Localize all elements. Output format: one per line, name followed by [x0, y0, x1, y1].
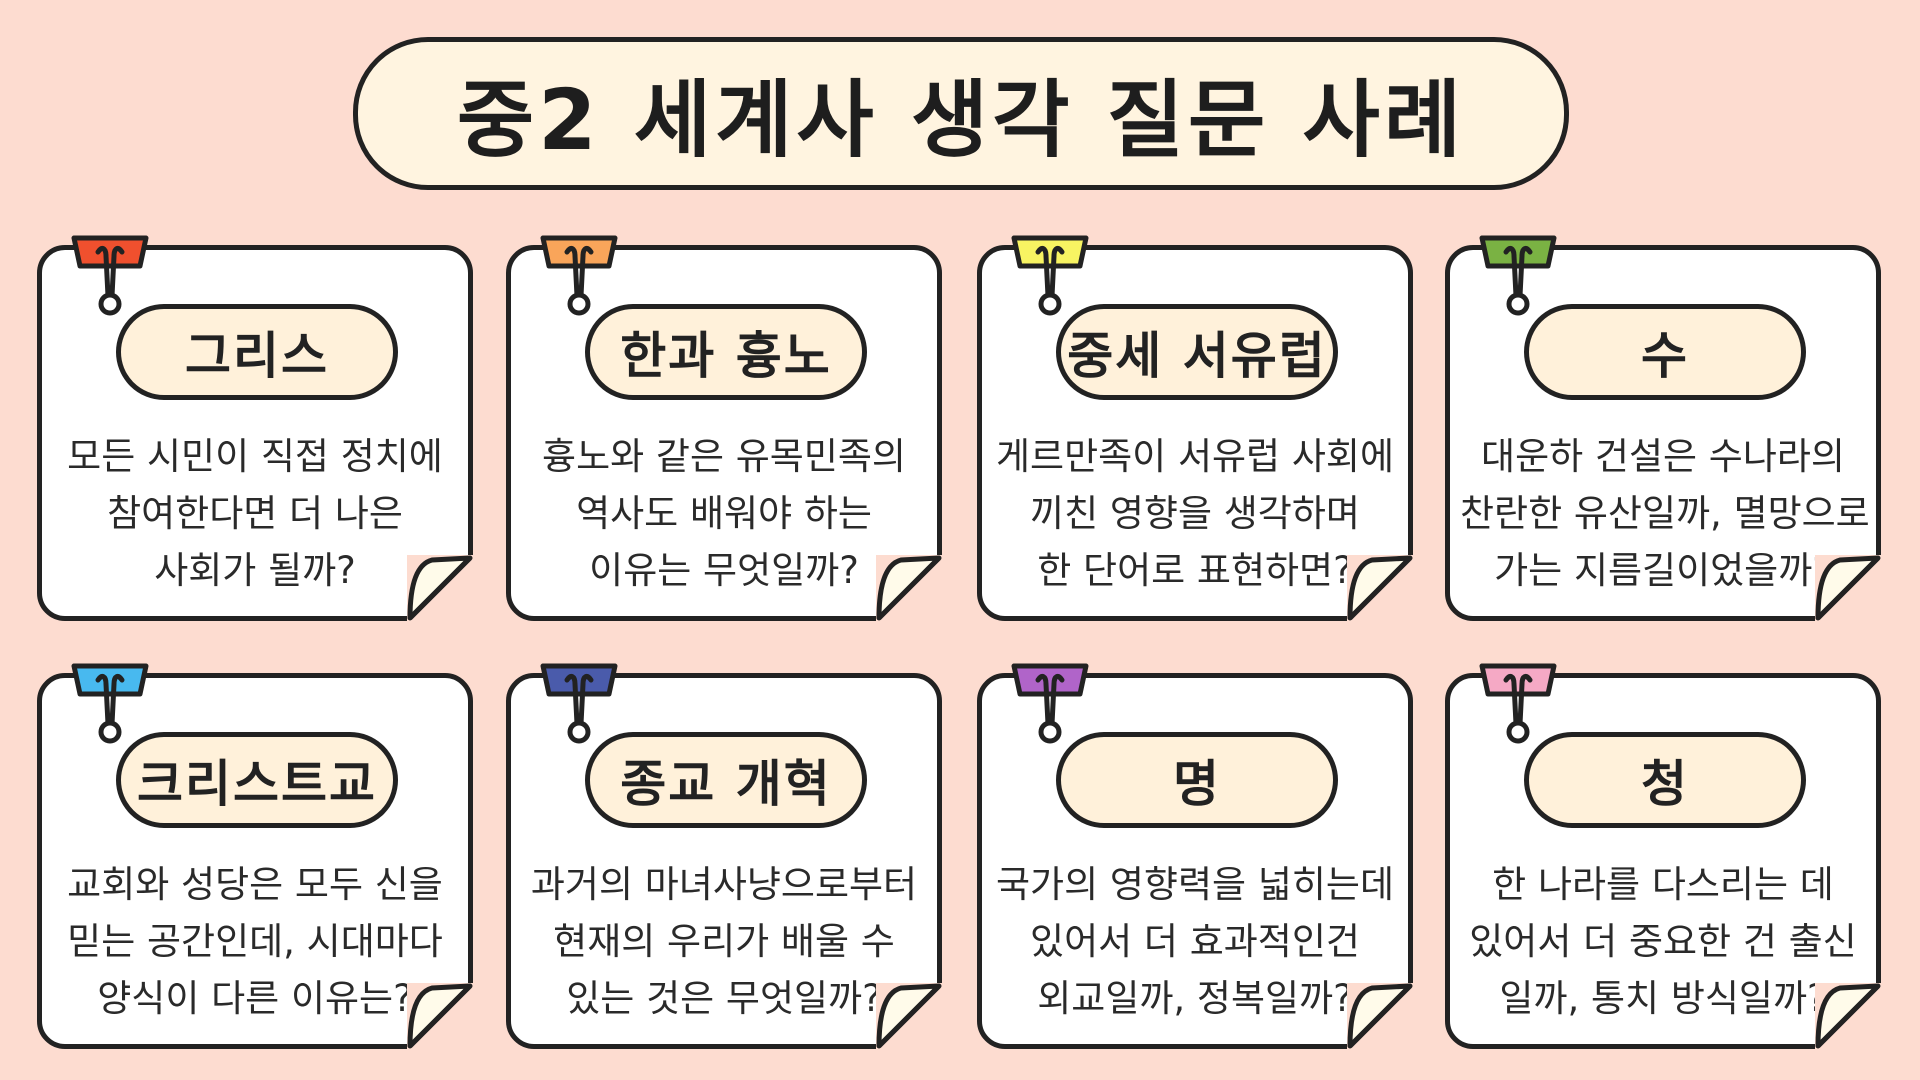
folded-corner-icon	[407, 983, 473, 1049]
question-line: 가는 지름길이었을까?	[1494, 549, 1832, 592]
topic-label: 크리스트교	[116, 732, 398, 828]
folded-corner-icon	[407, 555, 473, 621]
topic-label: 한과 흉노	[585, 304, 867, 400]
question-line: 교회와 성당은 모두 신을	[67, 863, 443, 906]
topic-text: 종교 개혁	[620, 755, 832, 813]
binder-clip-icon	[1011, 235, 1089, 316]
binder-clip-icon	[1479, 235, 1557, 316]
topic-text: 크리스트교	[137, 755, 377, 813]
binder-clip-icon	[71, 235, 149, 316]
question-line: 게르만족이 서유럽 사회에	[996, 435, 1394, 478]
question-line: 국가의 영향력을 넓히는데	[996, 863, 1394, 906]
question-line: 끼친 영향을 생각하며	[1030, 492, 1360, 535]
question-line: 일까, 통치 방식일까?	[1499, 977, 1827, 1020]
question-line: 양식이 다른 이유는?	[97, 977, 413, 1020]
topic-text: 그리스	[185, 327, 329, 385]
page-title: 중2 세계사 생각 질문 사례	[353, 37, 1569, 190]
topic-text: 명	[1173, 755, 1221, 813]
binder-clip-icon	[71, 663, 149, 744]
question-line: 현재의 우리가 배울 수	[553, 920, 895, 963]
question-line: 사회가 될까?	[154, 549, 356, 592]
folded-corner-icon	[1347, 555, 1413, 621]
question-line: 모든 시민이 직접 정치에	[67, 435, 443, 478]
folded-corner-icon	[876, 983, 942, 1049]
question-line: 믿는 공간인데, 시대마다	[67, 920, 443, 963]
topic-label: 종교 개혁	[585, 732, 867, 828]
binder-clip-icon	[540, 663, 618, 744]
question-line: 외교일까, 정복일까?	[1037, 977, 1353, 1020]
folded-corner-icon	[1347, 983, 1413, 1049]
topic-text: 청	[1641, 755, 1689, 813]
topic-label: 수	[1524, 304, 1806, 400]
question-line: 한 단어로 표현하면?	[1037, 549, 1353, 592]
folded-corner-icon	[1815, 983, 1881, 1049]
question-line: 참여한다면 더 나은	[107, 492, 403, 535]
topic-text: 수	[1641, 327, 1689, 385]
binder-clip-icon	[1479, 663, 1557, 744]
topic-label: 중세 서유럽	[1056, 304, 1338, 400]
topic-label: 청	[1524, 732, 1806, 828]
question-line: 한 나라를 다스리는 데	[1492, 863, 1834, 906]
question-line: 이유는 무엇일까?	[589, 549, 859, 592]
question-line: 있어서 더 중요한 건 출신	[1469, 920, 1857, 963]
question-line: 과거의 마녀사냥으로부터	[530, 863, 918, 906]
binder-clip-icon	[1011, 663, 1089, 744]
question-line: 있는 것은 무엇일까?	[566, 977, 882, 1020]
folded-corner-icon	[876, 555, 942, 621]
topic-label: 명	[1056, 732, 1338, 828]
topic-text: 중세 서유럽	[1067, 327, 1327, 385]
question-line: 있어서 더 효과적인건	[1030, 920, 1360, 963]
topic-label: 그리스	[116, 304, 398, 400]
topic-text: 한과 흉노	[620, 327, 832, 385]
binder-clip-icon	[540, 235, 618, 316]
question-line: 역사도 배워야 하는	[576, 492, 872, 535]
question-line: 찬란한 유산일까, 멸망으로	[1460, 492, 1870, 535]
question-line: 흉노와 같은 유목민족의	[542, 435, 906, 478]
folded-corner-icon	[1815, 555, 1881, 621]
question-line: 대운하 건설은 수나라의	[1481, 435, 1845, 478]
